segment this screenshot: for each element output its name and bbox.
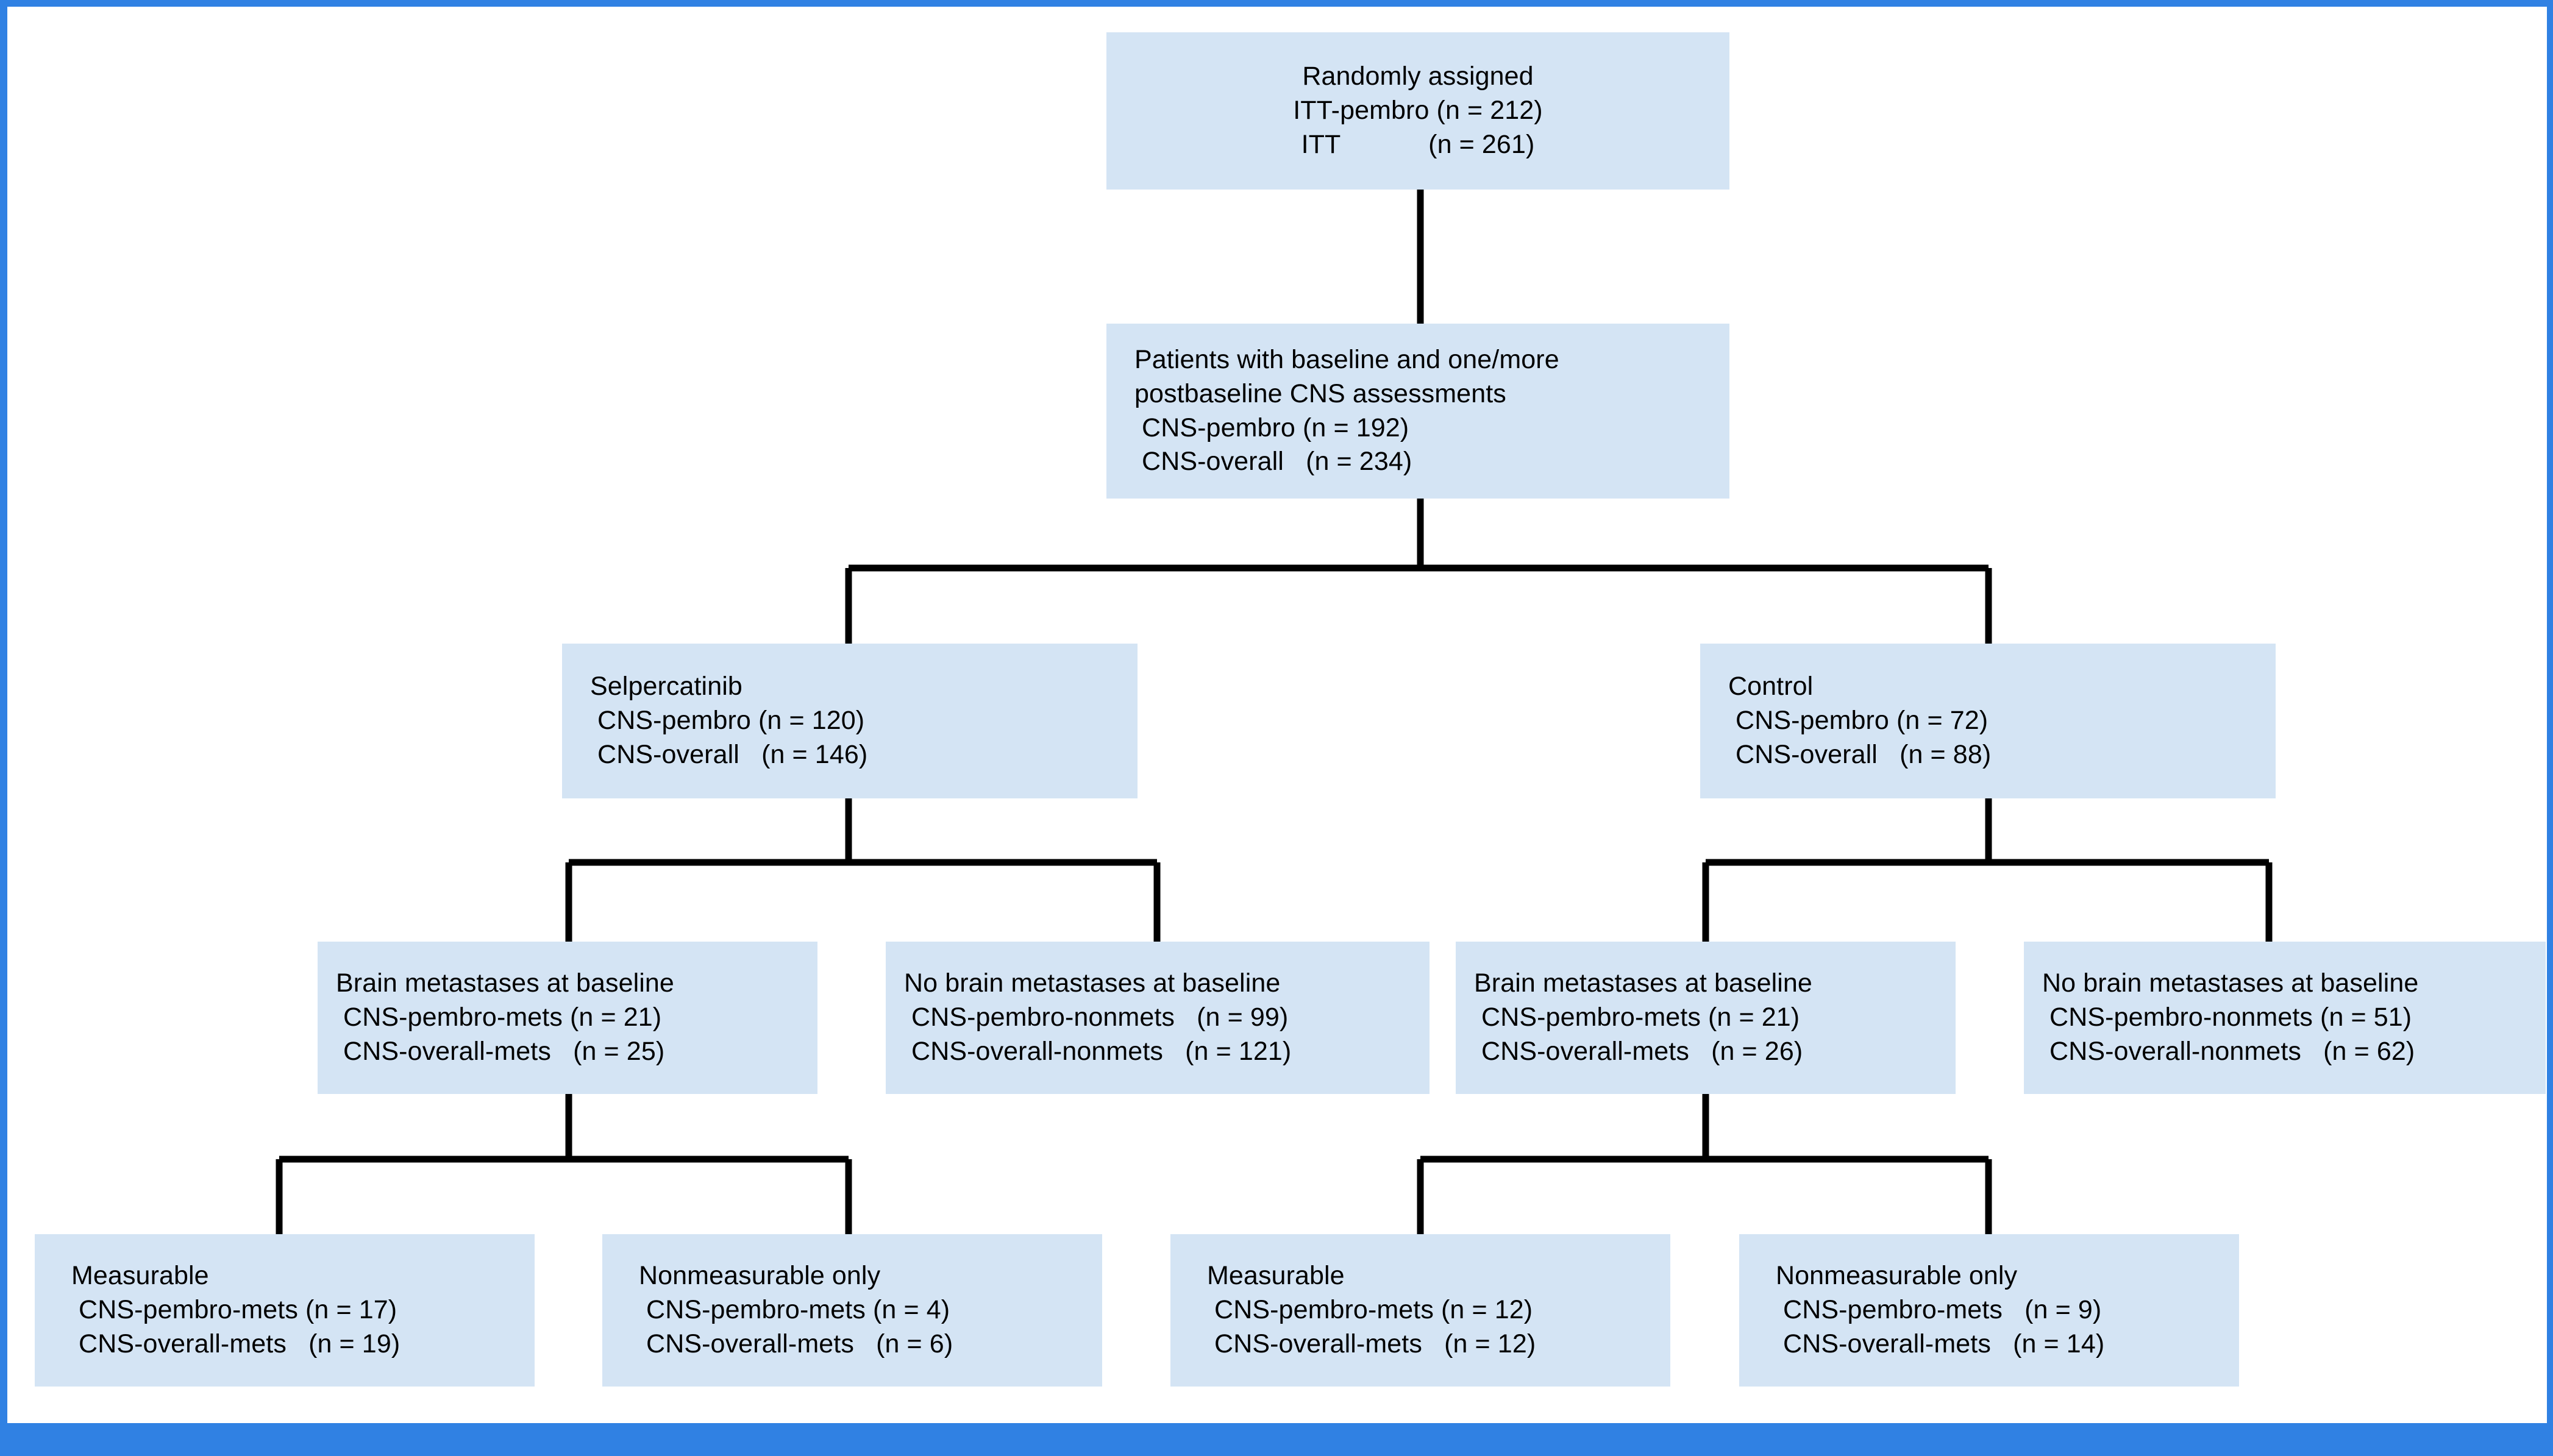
node-control-measurable[interactable]: Measurable CNS-pembro-mets (n = 12) CNS-… [1170,1234,1670,1387]
node-line: postbaseline CNS assessments [1134,378,1506,408]
node-control-nonmeasurable[interactable]: Nonmeasurable only CNS-pembro-mets (n = … [1739,1234,2239,1387]
node-line: Nonmeasurable only [1776,1261,2018,1291]
node-line: CNS-overall-mets (n = 6) [639,1329,953,1358]
node-line: CNS-overall-mets (n = 25) [336,1036,665,1066]
node-line: Nonmeasurable only [639,1261,881,1291]
node-line: Measurable [71,1261,209,1291]
node-line: CNS-overall-mets (n = 14) [1776,1329,2105,1358]
node-selpercatinib-measurable[interactable]: Measurable CNS-pembro-mets (n = 17) CNS-… [35,1234,535,1387]
node-control-no-brain-mets[interactable]: No brain metastases at baseline CNS-pemb… [2024,942,2546,1094]
node-randomly-assigned[interactable]: Randomly assigned ITT-pembro (n = 212) I… [1106,32,1729,190]
node-line: CNS-overall-mets (n = 12) [1207,1329,1536,1358]
node-line: CNS-pembro (n = 120) [590,706,865,736]
node-line: ITT (n = 261) [1301,129,1535,159]
node-line: CNS-pembro-mets (n = 21) [1474,1003,1800,1032]
node-selpercatinib-no-brain-mets[interactable]: No brain metastases at baseline CNS-pemb… [886,942,1430,1094]
node-line: CNS-pembro (n = 72) [1728,706,1989,736]
node-line: CNS-overall (n = 88) [1728,739,1992,769]
node-line: CNS-pembro-mets (n = 21) [336,1003,662,1032]
node-line: Brain metastases at baseline [1474,968,1812,998]
node-line: CNS-pembro-mets (n = 12) [1207,1295,1533,1325]
node-line: Patients with baseline and one/more [1134,344,1559,374]
node-line: Control [1728,672,1814,701]
node-line: CNS-overall-nonmets (n = 121) [904,1036,1292,1066]
node-line: Selpercatinib [590,672,742,701]
node-selpercatinib-brain-mets[interactable]: Brain metastases at baseline CNS-pembro-… [318,942,817,1094]
node-line: CNS-pembro-nonmets (n = 99) [904,1003,1289,1032]
frame-top-border [0,0,2553,7]
node-line: Brain metastases at baseline [336,968,674,998]
node-line: No brain metastases at baseline [904,968,1281,998]
node-postbaseline-cns-assessments[interactable]: Patients with baseline and one/more post… [1106,324,1729,499]
frame-left-border [0,0,7,1456]
node-control-arm[interactable]: Control CNS-pembro (n = 72) CNS-overall … [1700,644,2276,798]
node-line: CNS-overall-mets (n = 26) [1474,1036,1803,1066]
node-control-brain-mets[interactable]: Brain metastases at baseline CNS-pembro-… [1456,942,1956,1094]
node-line: CNS-overall (n = 146) [590,739,868,769]
node-line: Randomly assigned [1302,62,1534,91]
frame-bottom-bar [0,1423,2553,1456]
node-line: CNS-overall (n = 234) [1134,447,1412,477]
node-line: CNS-pembro-mets (n = 4) [639,1295,950,1325]
node-line: CNS-pembro (n = 192) [1134,413,1409,442]
node-line: CNS-pembro-nonmets (n = 51) [2042,1003,2412,1032]
node-line: CNS-overall-nonmets (n = 62) [2042,1036,2415,1066]
node-line: No brain metastases at baseline [2042,968,2419,998]
node-selpercatinib-nonmeasurable[interactable]: Nonmeasurable only CNS-pembro-mets (n = … [602,1234,1102,1387]
node-selpercatinib-arm[interactable]: Selpercatinib CNS-pembro (n = 120) CNS-o… [562,644,1138,798]
node-line: ITT-pembro (n = 212) [1293,96,1543,126]
frame-right-border [2547,0,2553,1456]
node-line: CNS-overall-mets (n = 19) [71,1329,401,1358]
node-line: Measurable [1207,1261,1345,1291]
node-line: CNS-pembro-mets (n = 17) [71,1295,397,1325]
node-line: CNS-pembro-mets (n = 9) [1776,1295,2102,1325]
